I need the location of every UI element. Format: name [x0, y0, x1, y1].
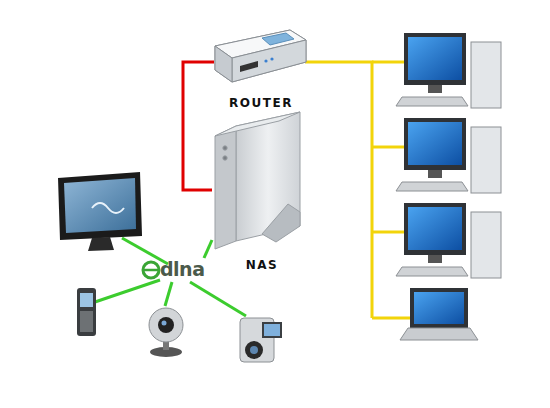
nas-icon-part [215, 112, 300, 136]
phone-icon-part [80, 293, 93, 307]
camcorder-icon-part [250, 346, 258, 354]
dlna-link [92, 238, 246, 316]
desktop-computer [396, 118, 501, 193]
nas-icon [215, 112, 300, 249]
laptop-computer-part [400, 328, 478, 340]
webcam-icon [149, 308, 183, 357]
ethernet-wire-part [372, 146, 404, 149]
nas-icon-part [223, 146, 227, 150]
desktop-computer-part [428, 85, 442, 93]
phone-icon-part [80, 311, 93, 332]
phone-icon-part [77, 288, 96, 336]
webcam-icon-part [162, 321, 167, 326]
desktop-computer-part [396, 182, 468, 191]
tv-icon-part [92, 203, 124, 213]
router-icon-part [215, 46, 232, 82]
camcorder-icon-part [264, 324, 280, 336]
tv-icon-part [64, 178, 136, 233]
tv-icon-part [58, 172, 142, 240]
nas-icon-part [223, 156, 227, 160]
webcam-icon-part [158, 317, 174, 333]
camcorder-icon-part [262, 322, 282, 338]
tv-icon-part [88, 237, 114, 251]
camcorder-icon-part [245, 341, 263, 359]
dlna-link [204, 240, 212, 258]
tv-icon [58, 172, 142, 251]
nas-icon-part [262, 204, 300, 242]
nas-box: NAS [212, 112, 312, 272]
desktop-computer-part [471, 212, 501, 278]
desktop-computer-part [408, 122, 462, 165]
laptop-computer-part [410, 288, 468, 328]
ethernet-wire [305, 62, 410, 318]
desktop-computer-part [428, 255, 442, 263]
desktop-computer-part [428, 170, 442, 178]
router-icon-part [270, 57, 273, 60]
laptop-computer [400, 288, 478, 340]
router-icon-part [232, 40, 306, 82]
phone-icon [77, 288, 96, 336]
router-icon [215, 30, 306, 82]
dlna-symbol [143, 262, 159, 278]
desktop-computer [396, 203, 501, 278]
dlna-symbol-part [143, 269, 159, 272]
router-icon-part [215, 30, 306, 82]
laptop-computer-part [414, 292, 464, 324]
desktop-computer-part [471, 42, 501, 108]
desktop-computer [396, 33, 501, 108]
router-box: ROUTER [214, 28, 308, 110]
node-label: ROUTER [214, 96, 308, 110]
dlna-link-part [92, 280, 160, 303]
desktop-computer-part [408, 207, 462, 250]
desktop-computer-part [471, 127, 501, 193]
dlna-symbol-part [143, 262, 159, 278]
desktop-computer-part [396, 97, 468, 106]
webcam-icon-part [149, 308, 183, 342]
node-label: NAS [212, 258, 312, 272]
nas-icon-part [236, 112, 300, 241]
node-label: dlna [160, 258, 204, 280]
router-icon-part [262, 33, 294, 45]
router-icon-part [264, 59, 267, 62]
dlna-hub: dlna [140, 258, 216, 284]
desktop-computer-part [408, 37, 462, 80]
ethernet-wire-part [372, 61, 404, 64]
desktop-computer-part [404, 33, 466, 85]
ethernet-wire-part [305, 62, 372, 318]
ethernet-wire-part [372, 231, 404, 234]
ethernet-wire-part [372, 317, 410, 320]
dlna-link-part [165, 282, 172, 306]
nas-icon-part [215, 126, 236, 249]
router-icon-part [240, 61, 258, 72]
desktop-computer-part [396, 267, 468, 276]
dlna-link-part [190, 282, 246, 316]
camcorder-icon [240, 318, 282, 362]
lan-cable [183, 62, 214, 190]
desktop-computer-part [404, 118, 466, 170]
desktop-computer-part [404, 203, 466, 255]
